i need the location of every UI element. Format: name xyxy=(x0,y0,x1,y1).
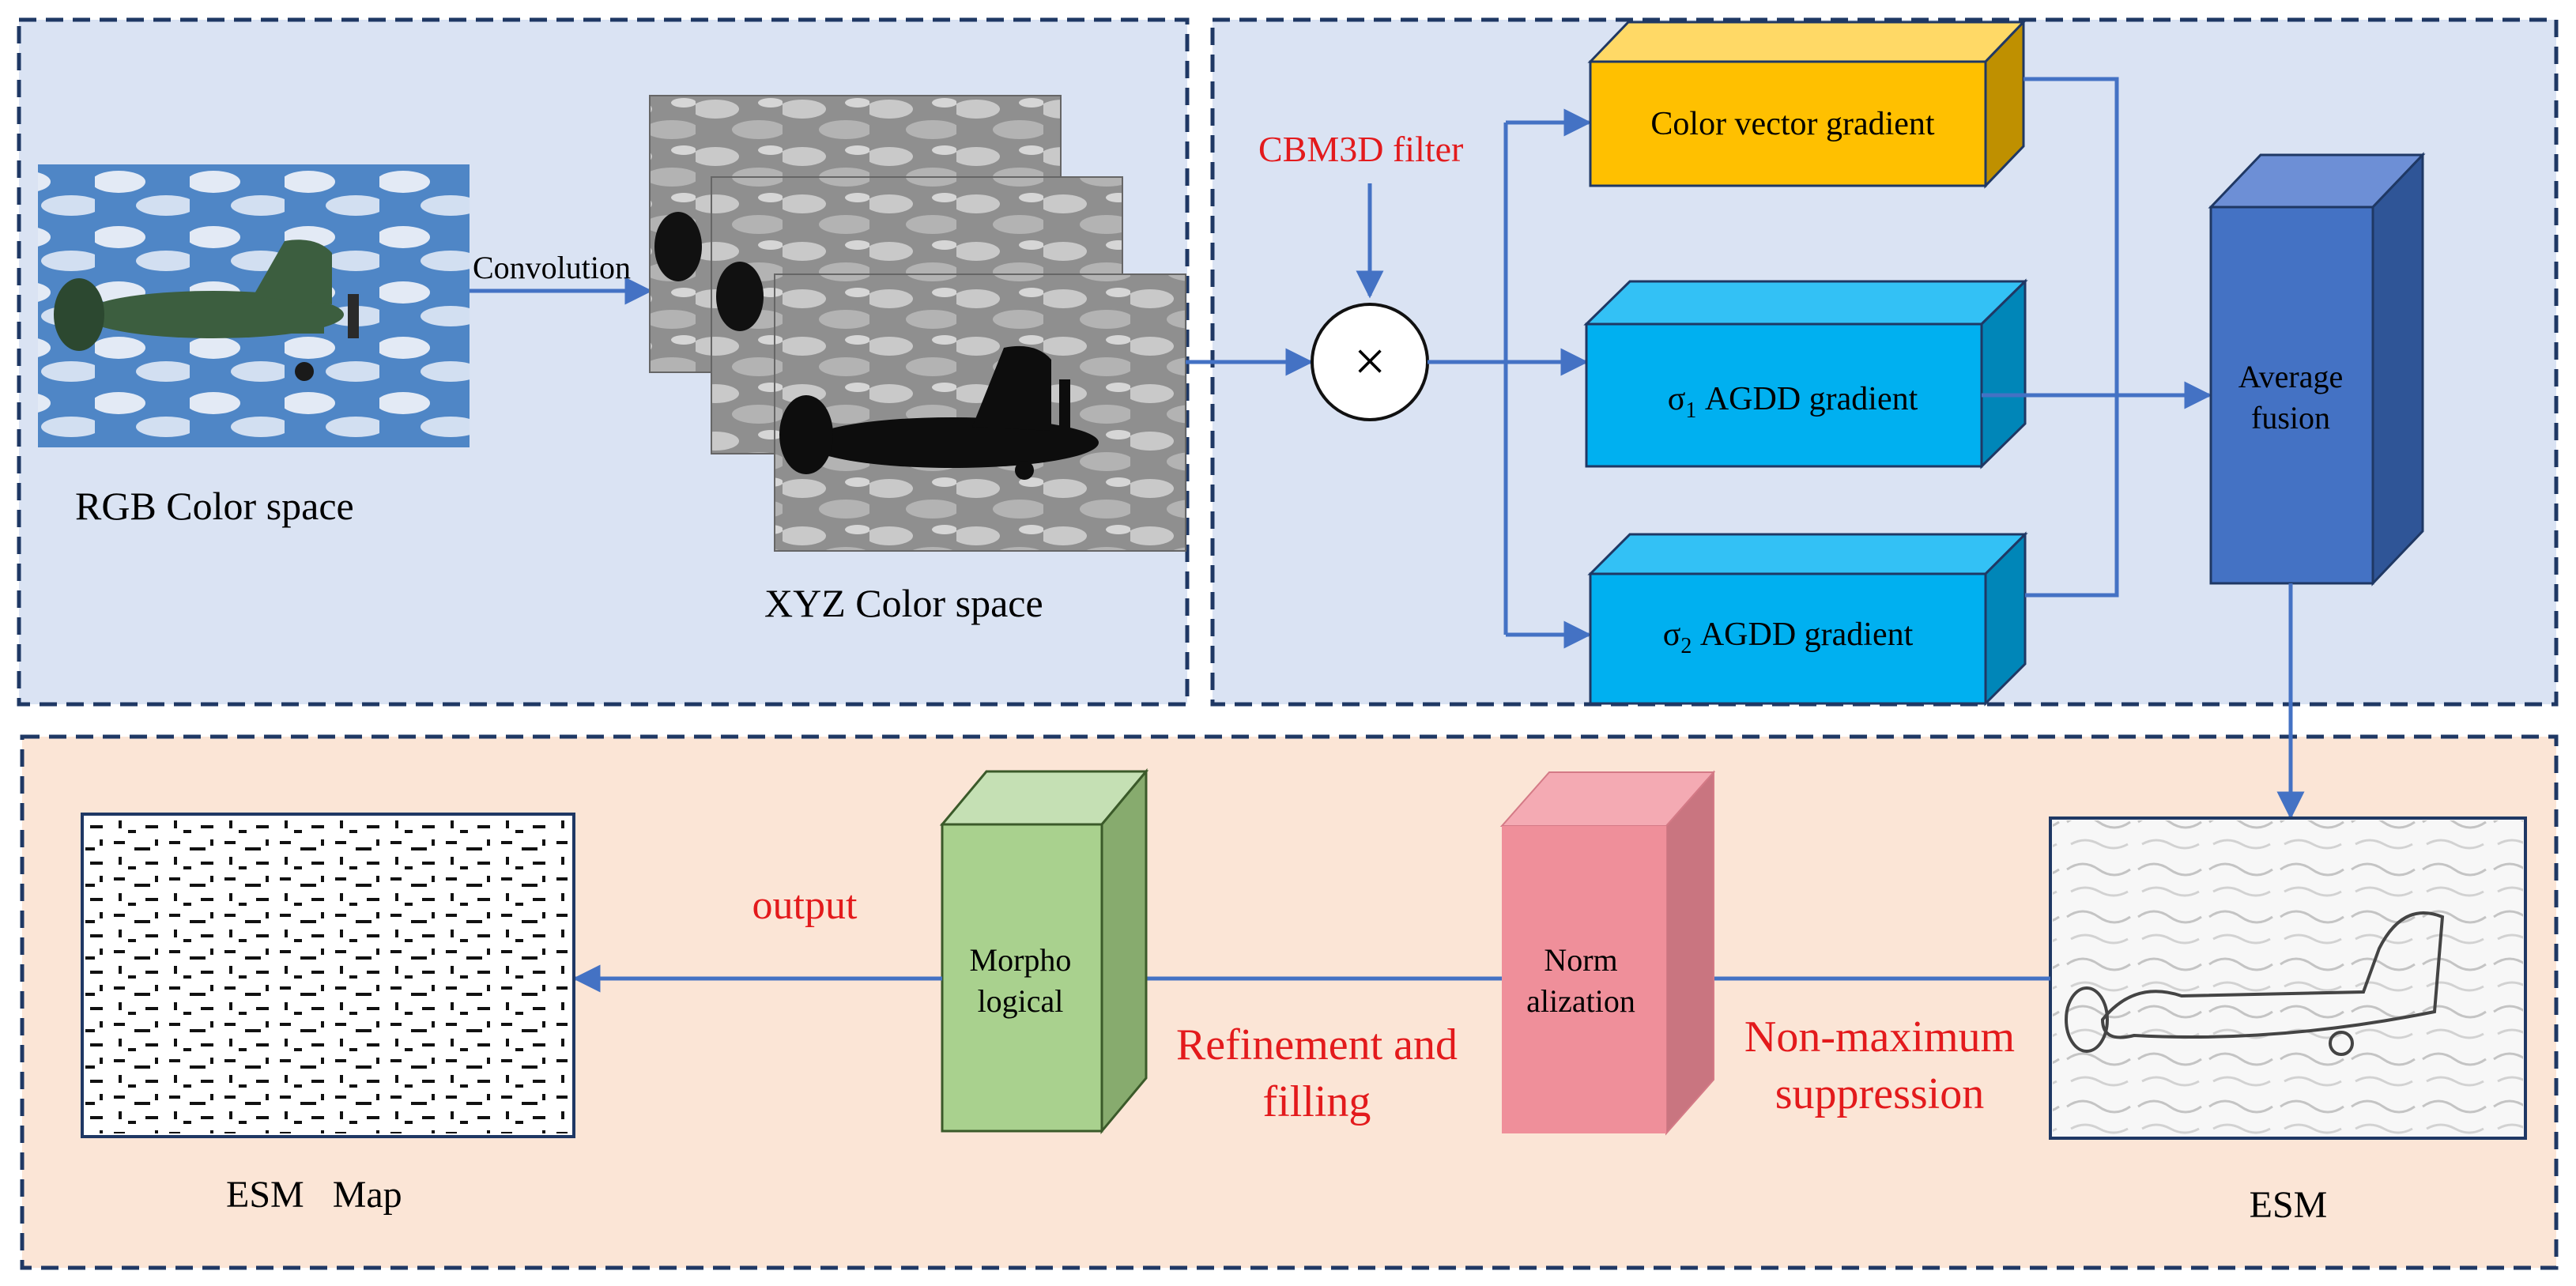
branch-connector xyxy=(1428,123,1508,635)
agdd1-gradient-block: σ1 AGDD gradient xyxy=(1583,278,2028,470)
xyz-image-front xyxy=(774,273,1186,552)
convolution-label: Convolution xyxy=(473,250,631,285)
average-fusion-label-line1: Average xyxy=(2238,359,2344,394)
esm-map-label: ESM Map xyxy=(226,1174,402,1216)
esm-label: ESM xyxy=(2250,1184,2328,1226)
esm-map-image xyxy=(81,813,575,1138)
color-vector-gradient-label: Color vector gradient xyxy=(1650,106,1935,142)
rgb-image xyxy=(38,164,470,447)
normalization-label-line1: Norm xyxy=(1544,942,1617,978)
refinement-label-line2: filling xyxy=(1263,1077,1371,1126)
agdd2-gradient-block: σ2 AGDD gradient xyxy=(1587,531,2028,707)
color-vector-gradient-block: Color vector gradient xyxy=(1587,19,2027,189)
morphological-label-line2: logical xyxy=(978,983,1064,1019)
multiply-node: × xyxy=(1311,303,1429,421)
average-fusion-label-line2: fusion xyxy=(2251,400,2330,436)
normalization-block: Norm alization xyxy=(1499,770,1716,1136)
morphological-block: Morpho logical xyxy=(939,767,1149,1135)
rgb-color-space-label: RGB Color space xyxy=(75,484,354,528)
airplane-icon xyxy=(54,239,359,381)
xyz-image-stack xyxy=(649,95,1186,552)
nms-label-line1: Non-maximum xyxy=(1744,1013,2015,1062)
output-label: output xyxy=(752,883,858,928)
merge-connector xyxy=(2023,77,2119,598)
refinement-label-line1: Refinement and xyxy=(1176,1020,1458,1069)
normalization-label-line2: alization xyxy=(1526,983,1635,1019)
multiply-icon: × xyxy=(1354,330,1386,393)
average-fusion-block: Average fusion xyxy=(2208,152,2426,586)
agdd2-gradient-label: σ2 AGDD gradient xyxy=(1663,617,1914,658)
esm-image xyxy=(2049,816,2527,1140)
morphological-label-line1: Morpho xyxy=(970,942,1072,978)
xyz-color-space-label: XYZ Color space xyxy=(764,581,1043,625)
nms-label-line2: suppression xyxy=(1775,1069,1984,1118)
agdd1-gradient-label: σ1 AGDD gradient xyxy=(1668,381,1918,423)
cbm3d-filter-label: CBM3D filter xyxy=(1258,129,1463,169)
